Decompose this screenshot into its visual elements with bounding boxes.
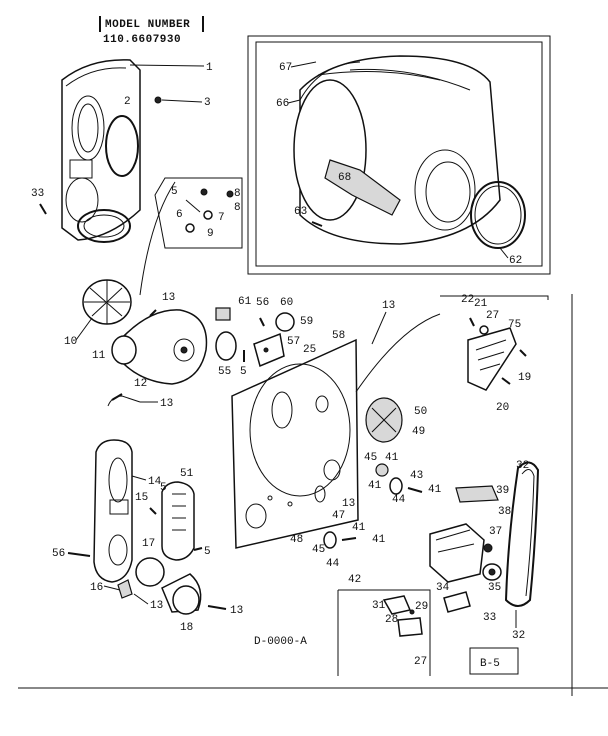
callout-37: 37 — [489, 526, 502, 538]
callout-51: 51 — [180, 468, 194, 480]
callout-27a: 27 — [486, 310, 499, 322]
callout-8a: 8 — [234, 188, 241, 200]
callout-41d: 41 — [352, 522, 366, 534]
callout-44a: 44 — [392, 494, 406, 506]
callout-2: 2 — [124, 96, 131, 108]
callout-55: 55 — [218, 366, 231, 378]
callout-42: 42 — [348, 574, 361, 586]
thermostat-group — [215, 307, 295, 368]
callout-8b: 8 — [234, 202, 241, 214]
callout-66: 66 — [276, 98, 289, 110]
callout-49: 49 — [412, 426, 425, 438]
callout-45b: 45 — [312, 544, 325, 556]
callout-5a: 5 — [171, 186, 178, 198]
exhaust-duct — [93, 439, 202, 615]
callout-22: 22 — [461, 294, 474, 306]
callout-34: 34 — [436, 582, 450, 594]
callout-13a: 13 — [162, 292, 175, 304]
drive-belt — [504, 461, 540, 607]
callout-43: 43 — [410, 470, 423, 482]
idler-pulley-group — [323, 463, 423, 549]
callout-58: 58 — [332, 330, 345, 342]
callout-41a: 41 — [385, 452, 399, 464]
callout-5c: 5 — [204, 546, 211, 558]
callout-75: 75 — [508, 319, 521, 331]
callout-67: 67 — [279, 62, 292, 74]
callout-35: 35 — [488, 582, 501, 594]
callout-61: 61 — [238, 296, 252, 308]
callout-57: 57 — [287, 336, 300, 348]
callout-5d: 5 — [240, 366, 247, 378]
callout-10: 10 — [64, 336, 77, 348]
model-header: MODEL NUMBER 110.6607930 — [99, 16, 204, 46]
callout-48: 48 — [290, 534, 303, 546]
callout-27b: 27 — [414, 656, 427, 668]
callout-33b: 33 — [483, 612, 496, 624]
callout-16: 16 — [90, 582, 103, 594]
callout-14: 14 — [148, 476, 162, 488]
callout-29: 29 — [415, 601, 428, 613]
callout-63: 63 — [294, 206, 307, 218]
callout-39: 39 — [496, 485, 509, 497]
switch-bracket-group — [440, 295, 549, 391]
callout-28: 28 — [385, 614, 398, 626]
callout-20: 20 — [496, 402, 509, 414]
drum-panel: 67 66 68 63 62 — [247, 35, 551, 275]
callout-41e: 41 — [372, 534, 386, 546]
callout-7: 7 — [218, 212, 225, 224]
rear-bulkhead — [231, 338, 359, 549]
callout-56a: 56 — [256, 297, 269, 309]
callout-21: 21 — [474, 298, 488, 310]
callout-13d: 13 — [230, 605, 243, 617]
diagram-code: D-0000-A — [254, 636, 307, 648]
model-number-value: 110.6607930 — [103, 34, 181, 46]
blower-assembly — [82, 181, 208, 385]
callout-44b: 44 — [326, 558, 340, 570]
callout-25: 25 — [303, 344, 316, 356]
callout-59: 59 — [300, 316, 313, 328]
heater-cover — [355, 313, 441, 443]
page-code-box: B-5 — [469, 647, 519, 675]
page-code: B-5 — [480, 658, 500, 670]
callout-68: 68 — [338, 172, 351, 184]
front-panel-assembly — [61, 59, 162, 243]
callout-17: 17 — [142, 538, 155, 550]
inset-box — [337, 589, 431, 676]
callout-11: 11 — [92, 350, 106, 362]
callout-1: 1 — [206, 62, 213, 74]
callout-31: 31 — [372, 600, 386, 612]
callout-50: 50 — [414, 406, 427, 418]
callout-18: 18 — [180, 622, 193, 634]
callout-62: 62 — [509, 255, 522, 267]
callout-60: 60 — [280, 297, 293, 309]
callout-3: 3 — [204, 97, 211, 109]
callout-19: 19 — [518, 372, 531, 384]
callout-47: 47 — [332, 510, 345, 522]
callout-13b: 13 — [160, 398, 173, 410]
callout-5b: 5 — [160, 482, 167, 494]
model-number-label: MODEL NUMBER — [105, 19, 190, 31]
callout-41c: 41 — [428, 484, 442, 496]
callout-6: 6 — [176, 209, 183, 221]
callout-56b: 56 — [52, 548, 65, 560]
callout-33a: 33 — [31, 188, 44, 200]
callout-45a: 45 — [364, 452, 377, 464]
motor-assembly — [429, 485, 502, 583]
hardware-group — [154, 177, 243, 249]
callout-12: 12 — [134, 378, 147, 390]
callout-13e: 13 — [382, 300, 395, 312]
callout-32: 32 — [512, 630, 525, 642]
callout-32-upper: 32 — [516, 460, 529, 472]
callout-15: 15 — [135, 492, 148, 504]
callout-38: 38 — [498, 506, 511, 518]
callout-41b: 41 — [368, 480, 382, 492]
callout-13c: 13 — [150, 600, 163, 612]
dryer-drum — [293, 55, 526, 249]
callout-13f: 13 — [342, 498, 355, 510]
callout-9: 9 — [207, 228, 214, 240]
